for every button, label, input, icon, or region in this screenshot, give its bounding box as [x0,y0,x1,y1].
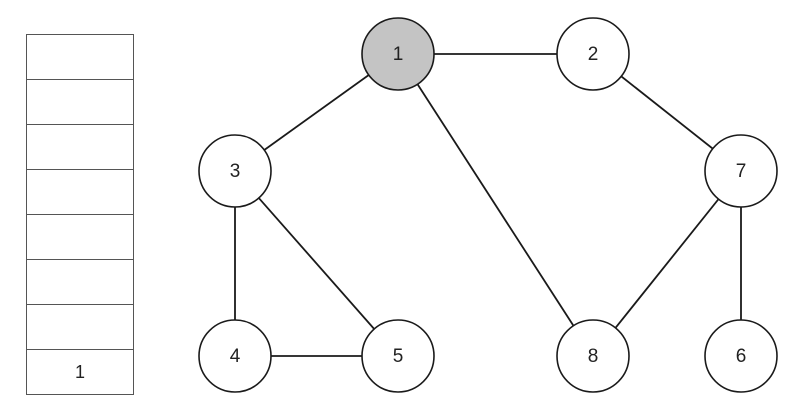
node-circle [704,134,778,208]
graph-nodes: 1 2 3 4 5 6 7 8 [198,17,778,393]
stack-cell [27,304,133,349]
node-3: 3 [198,134,272,208]
stack-cell [27,124,133,169]
edge-1-8 [397,53,594,357]
edge-7-8 [592,170,742,357]
node-circle [361,17,435,91]
node-label: 4 [230,346,241,367]
node-label: 2 [588,44,599,65]
node-circle [198,319,272,393]
node-circle [556,319,630,393]
stack-cell [27,259,133,304]
node-8: 8 [556,319,630,393]
stack-cell [27,169,133,214]
stack: 1 [26,34,134,395]
stack-cell: 1 [27,349,133,394]
node-2: 2 [556,17,630,91]
edge-3-5 [234,170,399,357]
stack-cell [27,214,133,259]
node-label: 5 [393,346,404,367]
node-label: 3 [230,161,241,182]
node-label: 1 [393,44,404,65]
stack-cell [27,79,133,124]
node-circle [704,319,778,393]
node-1: 1 [361,17,435,91]
graph-edges [234,53,742,357]
node-circle [361,319,435,393]
node-circle [556,17,630,91]
node-7: 7 [704,134,778,208]
node-label: 8 [588,346,599,367]
node-5: 5 [361,319,435,393]
node-4: 4 [198,319,272,393]
node-label: 7 [736,161,747,182]
node-label: 6 [736,346,747,367]
node-circle [198,134,272,208]
node-6: 6 [704,319,778,393]
